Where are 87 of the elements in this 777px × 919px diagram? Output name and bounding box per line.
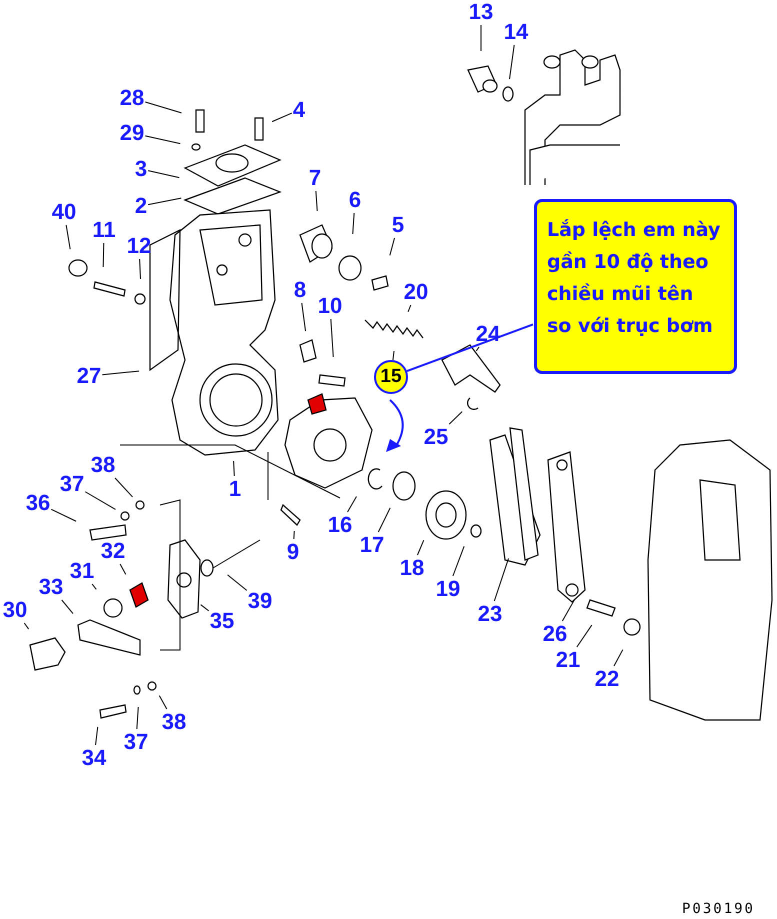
callout-number: 19 [436, 577, 460, 601]
callout-number: 17 [360, 533, 384, 557]
callout-number: 34 [82, 746, 106, 770]
callout-number: 9 [286, 540, 300, 564]
leader-line [562, 599, 576, 622]
leader-line [61, 600, 74, 614]
leader-line [92, 584, 97, 590]
callout-number: 37 [124, 730, 148, 754]
callout-number: 27 [76, 364, 102, 388]
callout-number: 7 [308, 166, 322, 190]
callout-number: 2 [134, 194, 148, 218]
callout-number: 31 [70, 559, 94, 583]
leader-line [144, 101, 182, 114]
leader-line [301, 302, 306, 332]
callout-number: 1 [228, 477, 242, 501]
callout-number: 37 [60, 472, 84, 496]
callout-number: 12 [126, 234, 152, 258]
callout-number: 14 [504, 20, 528, 44]
leader-line [315, 190, 318, 212]
callout-number: 26 [542, 622, 568, 646]
leader-line [144, 135, 181, 144]
leader-line [576, 624, 592, 648]
leader-line [480, 24, 482, 52]
callout-number: 39 [248, 589, 272, 613]
leader-line [352, 212, 355, 235]
callout-number: 25 [424, 425, 448, 449]
callout-number: 30 [2, 598, 28, 622]
callout-number: 29 [120, 121, 144, 145]
callout-number: 28 [120, 86, 144, 110]
callout-number: 4 [292, 98, 306, 122]
leader-line [293, 530, 295, 540]
leader-line [95, 726, 98, 746]
note-box: Lắp lệch em này gần 10 độ theo chiều mũi tên so với trục bơm [534, 199, 737, 374]
callout-number: 33 [38, 575, 64, 599]
drawing-number: P030190 [682, 901, 755, 917]
leader-line [452, 546, 465, 576]
connector-line [406, 324, 534, 372]
callout-number: 36 [26, 491, 50, 515]
leader-line [509, 44, 515, 80]
callout-number: 40 [52, 200, 76, 224]
callout-number: 20 [404, 280, 428, 304]
leader-line [494, 558, 510, 602]
leader-line [84, 491, 116, 510]
leader-line [148, 198, 182, 206]
callout-number: 23 [478, 602, 502, 626]
leader-line [114, 478, 134, 498]
callout-number: 35 [210, 609, 234, 633]
callout-circle: 15 [374, 360, 408, 394]
leader-line [66, 224, 71, 250]
callout-number: 5 [392, 213, 404, 237]
leader-line [476, 346, 480, 352]
callout-number: 21 [556, 648, 580, 672]
leader-line [102, 242, 104, 268]
leader-line [200, 604, 210, 612]
callout-number: 6 [348, 188, 362, 212]
leader-line [448, 411, 463, 425]
callout-number: 38 [162, 710, 186, 734]
callout-number: 32 [100, 539, 126, 563]
leader-line [24, 622, 30, 630]
leader-line [408, 304, 412, 312]
leader-line [614, 649, 624, 666]
leader-line [139, 258, 141, 280]
callout-number: 13 [468, 0, 494, 24]
leader-line [227, 574, 248, 591]
leader-line [389, 238, 395, 256]
leader-line [272, 112, 292, 122]
callout-number: 24 [476, 322, 500, 346]
leader-line [148, 170, 180, 178]
callout-number: 22 [594, 667, 620, 691]
callout-number: 11 [92, 218, 116, 242]
callout-number: 38 [90, 453, 116, 477]
leader-line [416, 540, 424, 556]
leader-line [120, 564, 126, 575]
leader-line [330, 318, 334, 358]
callout-number: 16 [328, 513, 352, 537]
callout-number: 10 [318, 294, 342, 318]
leader-line [102, 370, 140, 376]
leader-line [347, 496, 357, 512]
leader-line [50, 508, 77, 522]
leader-line [392, 350, 394, 361]
callout-number: 3 [134, 157, 148, 181]
leader-line [158, 695, 168, 710]
callout-number: 18 [400, 556, 424, 580]
callout-number: 8 [294, 278, 306, 302]
leader-line [378, 507, 391, 532]
leader-line [136, 706, 139, 730]
leader-line [233, 460, 235, 476]
